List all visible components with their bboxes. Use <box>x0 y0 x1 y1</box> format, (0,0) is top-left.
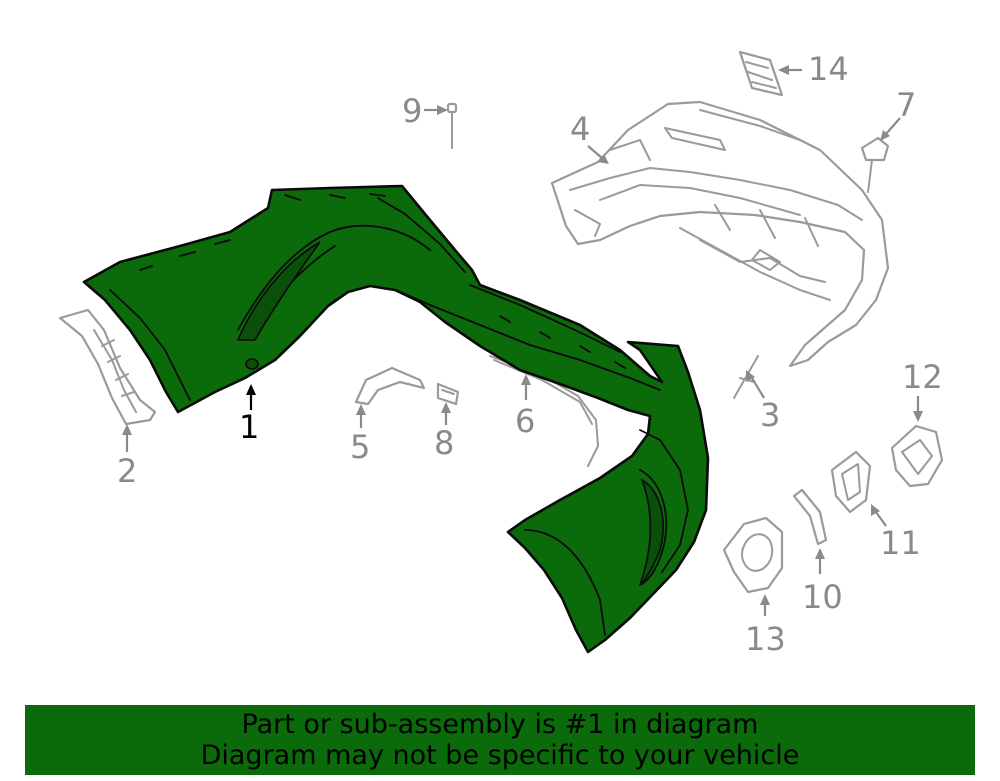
reinforcement-part-4 <box>550 100 890 368</box>
svg-text:13: 13 <box>745 620 786 658</box>
svg-text:8: 8 <box>434 424 454 462</box>
banner-line-2: Diagram may not be specific to your vehi… <box>200 740 800 771</box>
svg-text:12: 12 <box>902 358 943 396</box>
cover-part-12 <box>890 424 944 488</box>
callout-7: 7 <box>880 86 916 141</box>
clip-part-8 <box>436 382 460 406</box>
callout-6: 6 <box>515 374 535 440</box>
svg-text:5: 5 <box>350 428 370 466</box>
svg-text:11: 11 <box>880 524 921 562</box>
svg-text:3: 3 <box>760 396 780 434</box>
bracket-part-11 <box>830 450 872 514</box>
bolt-part-9 <box>446 102 458 149</box>
callout-5: 5 <box>350 404 370 466</box>
strip-part-10 <box>792 488 828 546</box>
bezel-part-13 <box>722 516 784 594</box>
callout-13: 13 <box>745 594 786 658</box>
callout-8: 8 <box>434 402 454 462</box>
callout-10: 10 <box>802 548 843 616</box>
callout-14: 14 <box>778 50 849 88</box>
sensor-part-7 <box>860 136 890 193</box>
bracket-part-14 <box>738 50 784 97</box>
callout-9: 9 <box>402 92 448 130</box>
banner-line-1: Part or sub-assembly is #1 in diagram <box>241 709 759 740</box>
svg-text:9: 9 <box>402 92 422 130</box>
callout-2: 2 <box>117 424 137 490</box>
part-notice-banner: Part or sub-assembly is #1 in diagram Di… <box>25 705 975 775</box>
svg-text:4: 4 <box>570 110 590 148</box>
callout-1: 1 <box>239 384 259 446</box>
bumper-cover-part-1 <box>82 184 710 654</box>
bracket-part-2 <box>58 308 157 426</box>
svg-text:1: 1 <box>239 408 259 446</box>
callout-11: 11 <box>871 504 921 562</box>
svg-text:7: 7 <box>896 86 916 124</box>
svg-text:10: 10 <box>802 578 843 616</box>
svg-text:6: 6 <box>515 402 535 440</box>
callout-12: 12 <box>902 358 943 422</box>
parts-diagram: 1 2 3 4 5 6 7 8 9 10 <box>58 50 944 658</box>
callout-3: 3 <box>746 370 780 434</box>
callout-4: 4 <box>570 110 609 164</box>
svg-text:2: 2 <box>117 452 137 490</box>
svg-text:14: 14 <box>808 50 849 88</box>
clip-part-5 <box>354 366 426 406</box>
